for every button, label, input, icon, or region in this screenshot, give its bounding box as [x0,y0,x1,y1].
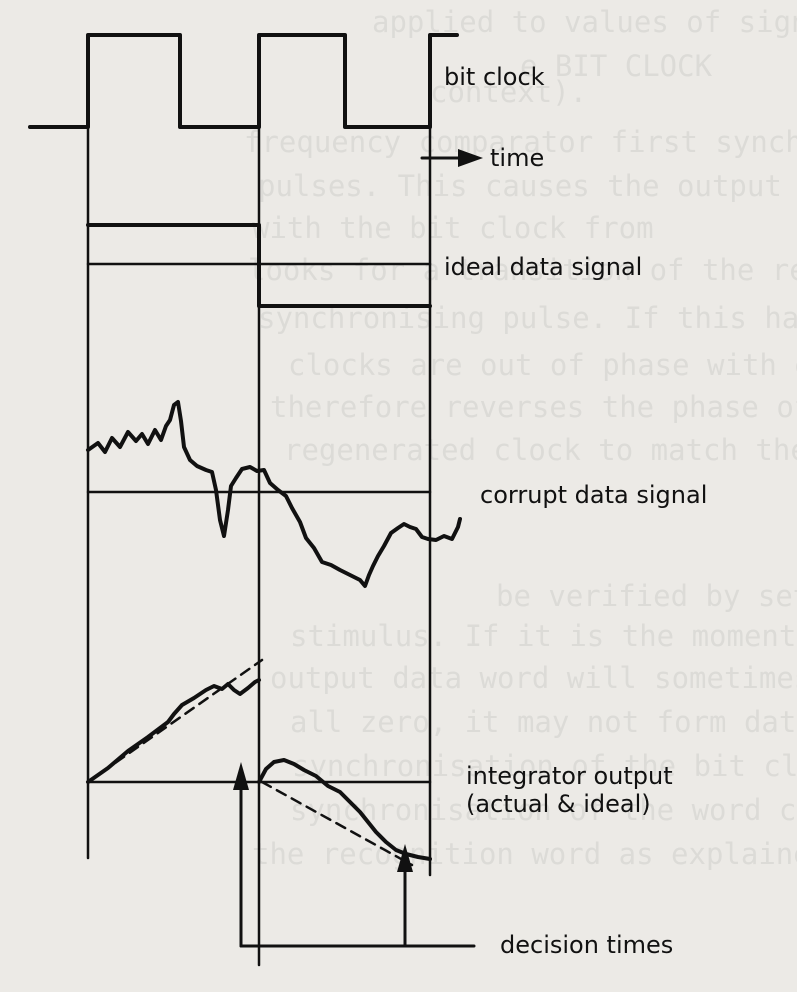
integrator-actual-output-2 [257,758,432,861]
bleed-line: synchronisation of the bit clock with [292,749,797,783]
bleed-line: all zero, it may not form data bits [290,705,797,739]
decision-time-arrow-left-head [233,762,249,790]
ideal-data-signal-label: ideal data signal [444,253,642,281]
ideal-data-waveform [86,223,432,308]
integrator-output [86,658,432,867]
time-arrow-head [458,149,483,167]
bit-clock-waveform [28,33,459,129]
corrupt-data-signal-label: corrupt data signal [480,481,707,509]
ideal-data-signal [86,223,432,308]
bleed-through-text-layer: applied to values of signal phase e BIT … [244,5,797,871]
time-label: time [490,144,544,172]
bleed-line: looks for a transition of the regenerate… [248,253,797,287]
corrupt-data-signal [86,400,462,588]
integrator-output-sublabel: (actual & ideal) [466,790,651,818]
bleed-line: therefore reverses the phase of the [270,390,797,424]
integrator-ideal-ramp-down [260,780,414,867]
decision-times-label: decision times [500,931,673,959]
integrator-actual-output-1 [86,678,261,784]
bleed-line: clocks are out of phase with each [288,348,797,382]
bleed-line: output data word will sometimes [270,661,797,695]
timing-guides [86,33,432,967]
bleed-line: regenerated clock to match the one [284,433,797,467]
bleed-line: be verified by setting up a zero [496,579,797,613]
bleed-line: with the bit clock from [252,211,654,245]
bit-clock-label: bit clock [444,63,545,91]
bleed-line: synchronisation of the word clock is [290,793,797,827]
bleed-line: frequency comparator first synchronous [244,125,797,159]
bleed-line: stimulus. If it is the momentary [290,619,797,653]
bleed-line: context). [430,75,587,109]
bleed-line: e BIT CLOCK [520,49,713,83]
integrator-output-label: integrator output [466,762,673,790]
corrupt-data-waveform [86,400,462,588]
bleed-line: pulses. This causes the output [258,169,782,203]
bleed-line: the recognition word as explained [252,837,797,871]
decision-times-indicator [233,762,476,948]
decision-time-arrow-right-head [397,844,413,872]
time-arrow [420,149,483,167]
